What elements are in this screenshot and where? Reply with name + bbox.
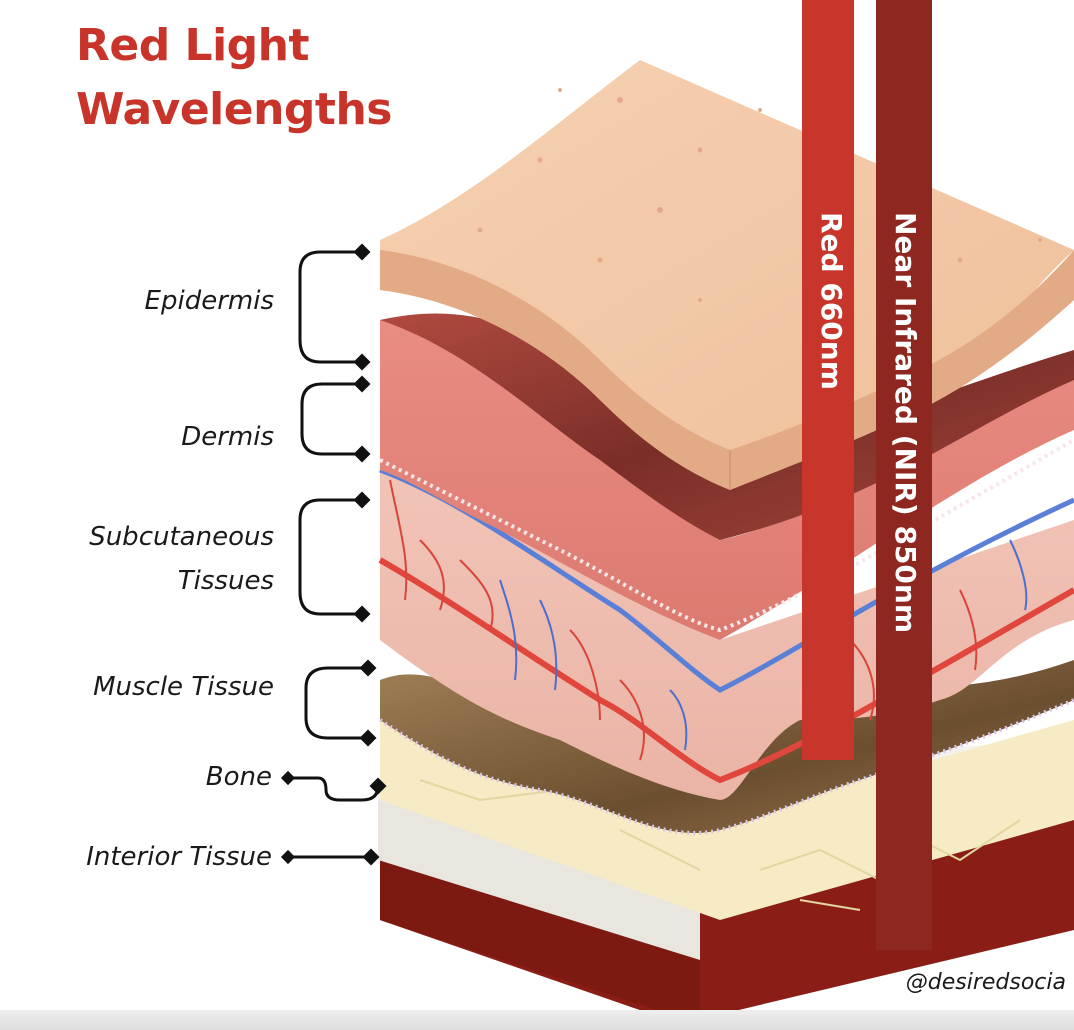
layer-brackets [288,250,380,859]
label-tissues: Tissues [177,566,274,596]
label-epidermis: Epidermis [144,286,274,316]
label-interior-tissue: Interior Tissue [86,842,272,872]
nir-850-beam [876,0,932,950]
epidermis-bracket [298,250,362,364]
diagram-title: Red Light Wavelengths [76,14,392,142]
label-subcutaneous: Subcutaneous [89,522,274,552]
muscle-bracket [304,666,368,740]
nir-850-beam-label: Near Infrared (NIR) 850nm [889,212,922,634]
label-muscle-tissue: Muscle Tissue [93,672,274,702]
label-dermis: Dermis [181,422,274,452]
red-660-beam [802,0,854,760]
bottom-edge-bar [0,1010,1074,1030]
red-660-beam-label: Red 660nm [815,212,848,390]
label-bone: Bone [205,762,272,792]
title-line-2: Wavelengths [76,84,392,135]
credit-handle: @desiredsocia [905,970,1066,995]
dermis-bracket [300,382,362,456]
subcutaneous-bracket [298,498,362,616]
connector-dots [280,243,387,866]
bone-connector [288,776,380,802]
title-line-1: Red Light [76,20,310,71]
